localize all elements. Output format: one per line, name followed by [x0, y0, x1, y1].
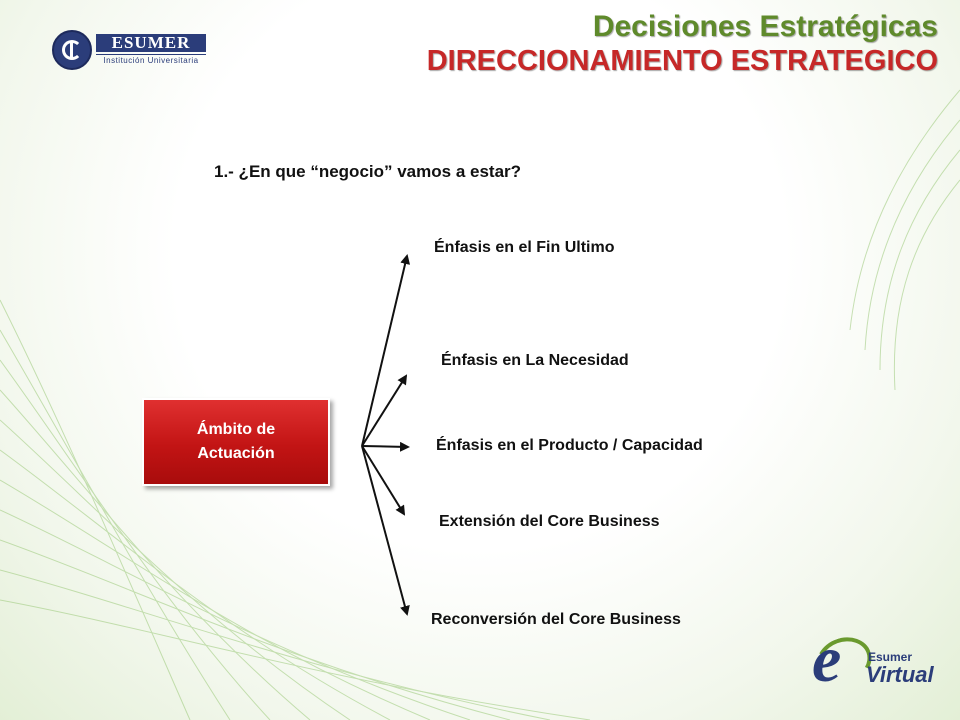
- virtual-logo-small: Esumer: [868, 650, 913, 664]
- branch-label-necesidad: Énfasis en La Necesidad: [441, 352, 629, 369]
- branch-arrow-2: [361, 374, 408, 447]
- root-node-label: Ámbito de Actuación: [196, 421, 276, 462]
- esumer-logo-name: ESUMER: [96, 34, 206, 52]
- header-title: Decisiones Estratégicas: [592, 10, 938, 43]
- branch-label-extension: Extensión del Core Business: [439, 513, 660, 530]
- virtual-logo-big: Virtual: [866, 662, 934, 687]
- e-letter-icon: e: [812, 623, 842, 696]
- question-text: 1.- ¿En que “negocio” vamos a estar?: [214, 162, 522, 181]
- branch-label-producto-capacidad: Énfasis en el Producto / Capacidad: [436, 437, 703, 454]
- branch-label-reconversion: Reconversión del Core Business: [431, 611, 681, 628]
- branch-arrow-3: [361, 441, 410, 452]
- esumer-logo-tagline: Institución Universitaria: [96, 54, 206, 67]
- branch-label-fin-ultimo: Énfasis en el Fin Ultimo: [434, 239, 615, 256]
- branch-arrow-1: [361, 254, 411, 447]
- esumer-virtual-logo: e Esumer Virtual: [809, 623, 934, 696]
- esumer-logo-icon: [52, 30, 92, 70]
- esumer-logo: ESUMER Institución Universitaria: [52, 30, 208, 70]
- root-node-ambito: Ámbito de Actuación: [142, 398, 330, 486]
- branch-arrow-5: [361, 445, 410, 616]
- branch-arrow-4: [361, 445, 406, 516]
- header-subtitle: DIRECCIONAMIENTO ESTRATEGICO: [426, 45, 938, 77]
